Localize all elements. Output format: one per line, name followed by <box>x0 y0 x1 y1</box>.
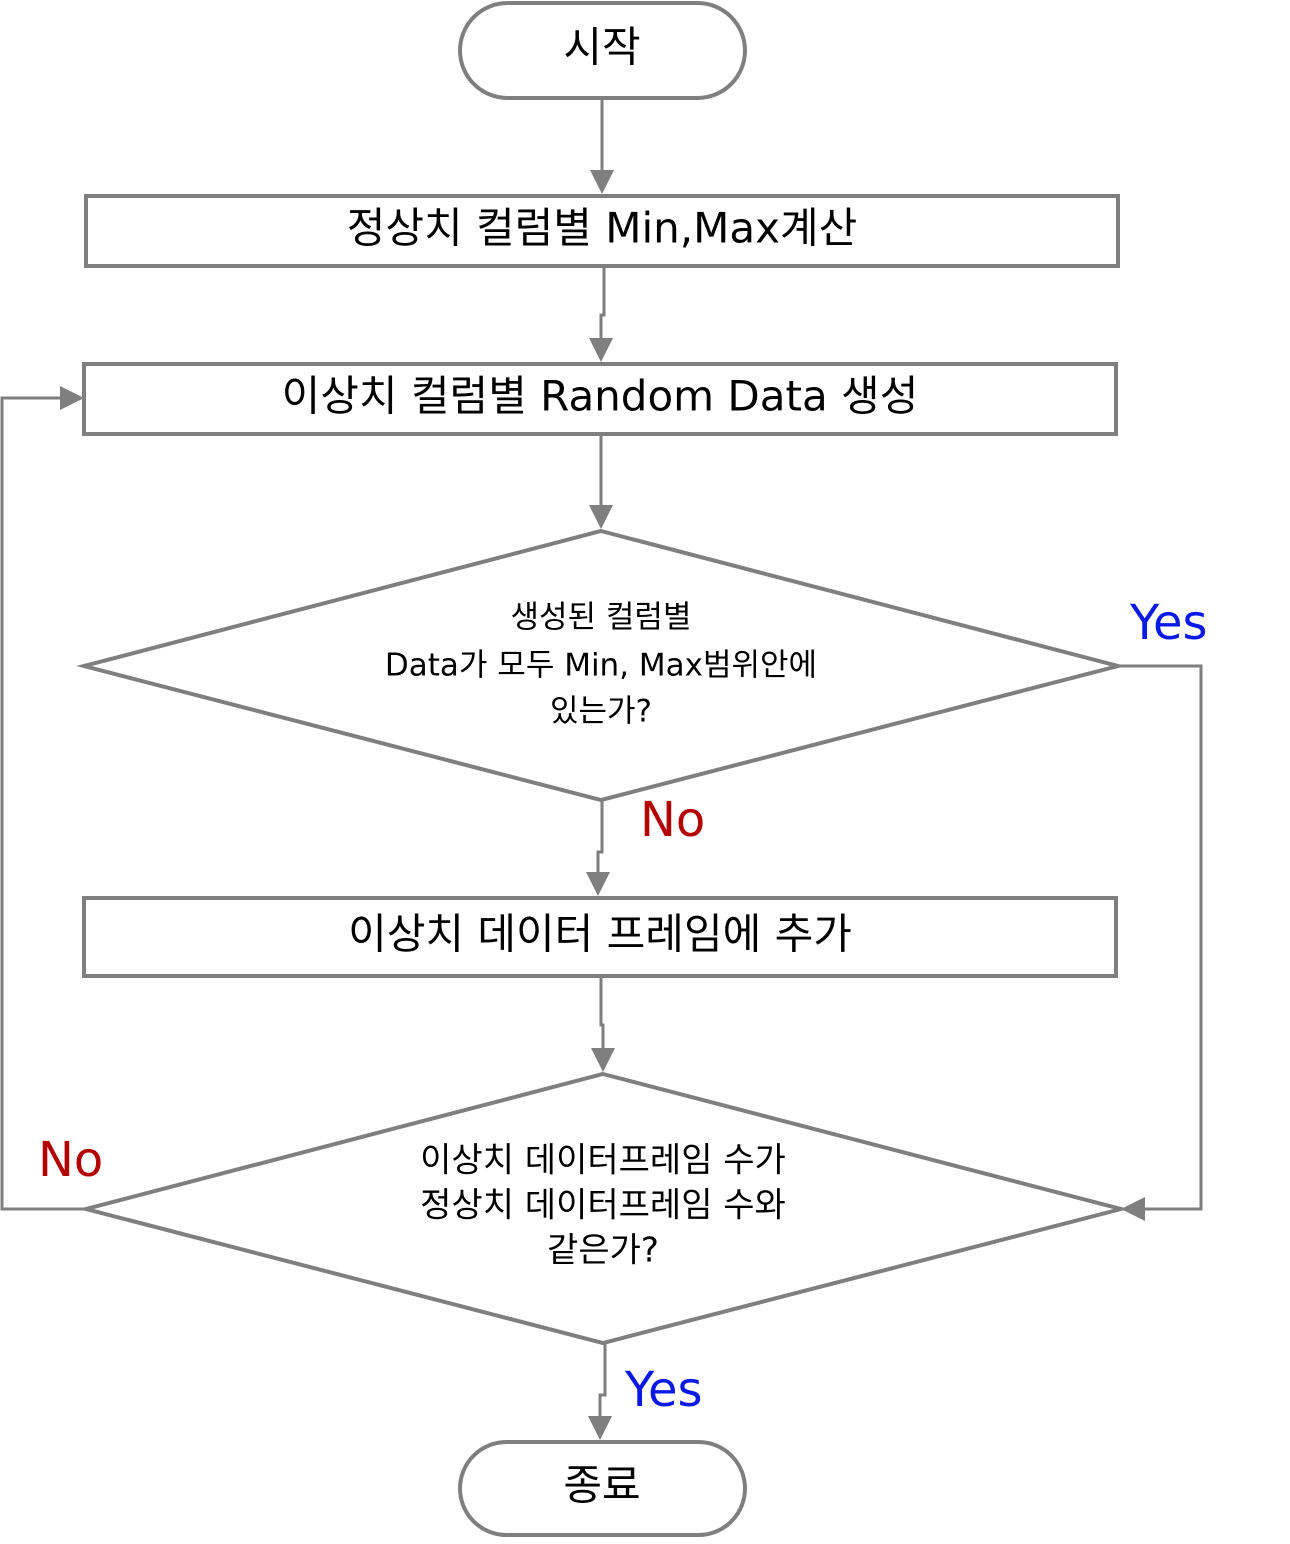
generate-random-data-label: 이상치 컬럼별 Random Data 생성 <box>282 372 919 421</box>
range-check-line-1: 생성된 컬럼별 <box>511 600 692 636</box>
arrowhead <box>1121 1197 1145 1221</box>
arrowhead <box>586 872 610 896</box>
count-check-line-2: 정상치 데이터프레임 수와 <box>420 1186 786 1226</box>
range-check-line-3: 있는가? <box>550 694 652 730</box>
connector-count-yes-to-end <box>588 1343 612 1440</box>
connector-range-no-to-append <box>586 800 610 896</box>
count-check-line-1: 이상치 데이터프레임 수가 <box>420 1141 786 1181</box>
calc-minmax-label: 정상치 컬럼별 Min,Max계산 <box>347 204 858 253</box>
connector-generate-to-range-check <box>589 434 613 529</box>
connector-count-no-to-generate <box>0 386 86 1211</box>
append-outlier-frame-label: 이상치 데이터 프레임에 추가 <box>348 910 852 959</box>
append-outlier-frame-node: 이상치 데이터 프레임에 추가 <box>82 896 1118 978</box>
count-yes-label: Yes <box>624 1362 702 1418</box>
range-yes-label: Yes <box>1129 595 1207 651</box>
arrowhead <box>591 1048 615 1072</box>
end-node: 종료 <box>458 1440 747 1537</box>
count-no-label: No <box>38 1132 103 1188</box>
connector-start-to-calc <box>590 98 614 194</box>
connector-calc-to-generate <box>589 266 613 362</box>
arrowhead <box>589 505 613 529</box>
start-node: 시작 <box>458 1 747 100</box>
arrowhead <box>590 170 614 194</box>
end-label: 종료 <box>563 1461 640 1510</box>
calc-minmax-node: 정상치 컬럼별 Min,Max계산 <box>84 194 1120 268</box>
count-check-decision: 이상치 데이터프레임 수가 정상치 데이터프레임 수와 같은가? <box>78 1071 1129 1346</box>
arrowhead <box>588 1416 612 1440</box>
range-no-label: No <box>640 792 705 848</box>
range-check-decision: 생성된 컬럼별 Data가 모두 Min, Max범위안에 있는가? <box>76 528 1126 803</box>
count-check-line-3: 같은가? <box>547 1231 659 1271</box>
range-check-line-2: Data가 모두 Min, Max범위안에 <box>385 648 817 684</box>
arrowhead <box>60 386 84 410</box>
start-label: 시작 <box>563 23 640 72</box>
generate-random-data-node: 이상치 컬럼별 Random Data 생성 <box>82 362 1118 436</box>
connector-range-yes-to-count-check <box>1118 664 1203 1221</box>
arrowhead <box>589 338 613 362</box>
connector-append-to-count-check <box>591 976 615 1072</box>
